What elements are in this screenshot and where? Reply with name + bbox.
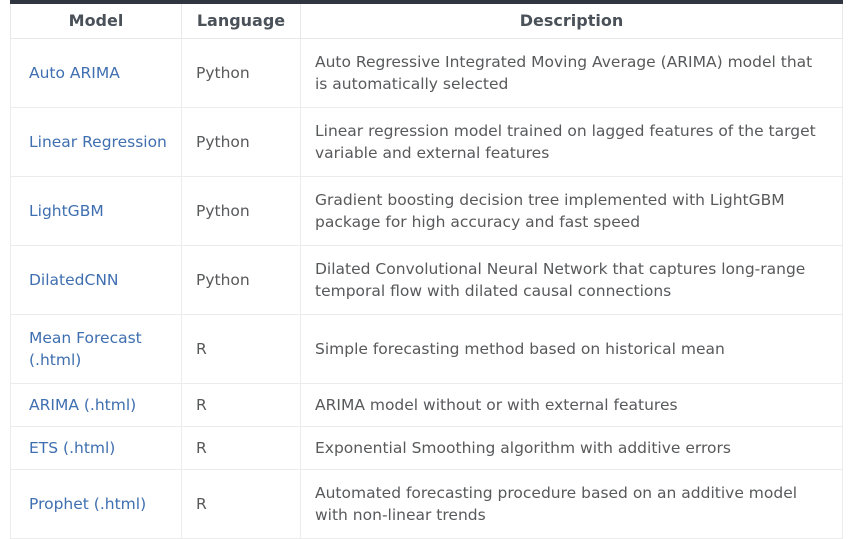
table-header: Model Language Description [10, 2, 843, 40]
cell-language: R [181, 314, 301, 385]
cell-model: Prophet (.html) [10, 469, 182, 539]
cell-model: LightGBM [10, 176, 182, 247]
cell-model: Mean Forecast (.html) [10, 314, 182, 385]
model-link-prophet[interactable]: Prophet (.html) [29, 495, 147, 514]
models-table-container: Model Language Description Auto ARIMA Py… [10, 0, 843, 539]
table-row: DilatedCNN Python Dilated Convolutional … [10, 245, 843, 316]
model-link-linear-regression[interactable]: Linear Regression [29, 133, 167, 152]
cell-language: Python [181, 38, 301, 109]
table-row: ARIMA (.html) R ARIMA model without or w… [10, 383, 843, 428]
table-row: Mean Forecast (.html) R Simple forecasti… [10, 314, 843, 385]
table-header-row: Model Language Description [10, 2, 843, 40]
cell-description: Gradient boosting decision tree implemen… [300, 176, 843, 247]
table-row: Auto ARIMA Python Auto Regressive Integr… [10, 38, 843, 109]
table-row: LightGBM Python Gradient boosting decisi… [10, 176, 843, 247]
cell-language: Python [181, 245, 301, 316]
table-row: Prophet (.html) R Automated forecasting … [10, 469, 843, 539]
column-header-language: Language [181, 2, 301, 40]
column-header-description: Description [300, 2, 843, 40]
model-link-dilatedcnn[interactable]: DilatedCNN [29, 271, 119, 290]
cell-description: Simple forecasting method based on histo… [300, 314, 843, 385]
cell-description: Dilated Convolutional Neural Network tha… [300, 245, 843, 316]
models-table: Model Language Description Auto ARIMA Py… [10, 0, 843, 539]
column-header-model: Model [10, 2, 182, 40]
model-link-arima[interactable]: ARIMA (.html) [29, 396, 137, 415]
cell-description: Automated forecasting procedure based on… [300, 469, 843, 539]
table-row: Linear Regression Python Linear regressi… [10, 107, 843, 178]
cell-language: R [181, 383, 301, 428]
cell-model: Linear Regression [10, 107, 182, 178]
cell-description: Auto Regressive Integrated Moving Averag… [300, 38, 843, 109]
cell-language: R [181, 469, 301, 539]
cell-language: R [181, 426, 301, 471]
table-row: ETS (.html) R Exponential Smoothing algo… [10, 426, 843, 471]
cell-model: ETS (.html) [10, 426, 182, 471]
table-body: Auto ARIMA Python Auto Regressive Integr… [10, 38, 843, 539]
cell-model: ARIMA (.html) [10, 383, 182, 428]
cell-language: Python [181, 107, 301, 178]
model-link-ets[interactable]: ETS (.html) [29, 439, 116, 458]
model-link-lightgbm[interactable]: LightGBM [29, 202, 104, 221]
cell-description: Linear regression model trained on lagge… [300, 107, 843, 178]
model-link-auto-arima[interactable]: Auto ARIMA [29, 64, 120, 83]
cell-model: Auto ARIMA [10, 38, 182, 109]
cell-language: Python [181, 176, 301, 247]
cell-description: ARIMA model without or with external fea… [300, 383, 843, 428]
cell-description: Exponential Smoothing algorithm with add… [300, 426, 843, 471]
cell-model: DilatedCNN [10, 245, 182, 316]
model-link-mean-forecast[interactable]: Mean Forecast (.html) [29, 329, 142, 370]
